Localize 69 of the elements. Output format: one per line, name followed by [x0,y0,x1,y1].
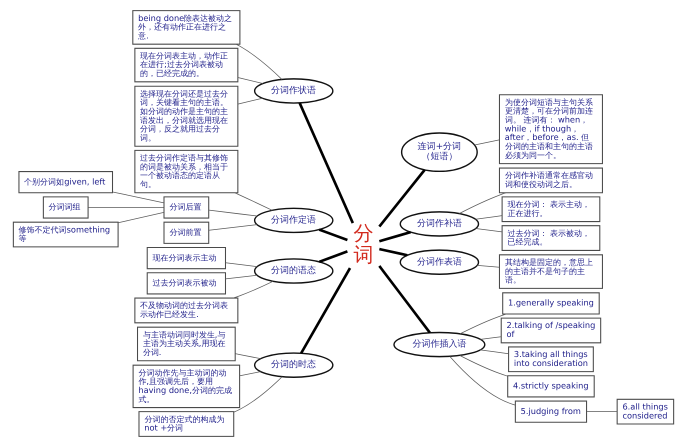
node-ellipse: 连词+分词（短语） [400,132,478,172]
node-box: 5.judging from [514,400,588,423]
connector [232,280,274,298]
connector [586,411,618,412]
connector [237,98,263,104]
node-box: 选择现在分词还是过去分词，关键看主句的主语。如分词的动作是主句的主语发出，分词就选用现在分词，反之就用过去分词。 [134,86,238,147]
connector [378,169,426,228]
connector [234,192,273,211]
node-ellipse: 分词作插入语 [393,332,486,358]
node-box: 修饰不定代词something等 [12,222,119,248]
connector [460,314,507,334]
node-box: being done除表达被动之外，还有动作正在进行之意. [132,10,240,45]
connector [480,350,509,354]
node-box: 1.generally speaking [502,292,600,314]
node-box: 过去分词表示被动 [146,272,226,294]
node-box: 4.strictly speaking [507,375,595,398]
connector [298,102,354,224]
node-ellipse: 分词作定语 [254,208,334,234]
connector [236,44,282,80]
node-ellipse: 分词的时态 [254,352,334,378]
node-ellipse: 分词作表语 [400,249,480,275]
connector [480,336,502,340]
node-box: 分词后置 [163,196,210,219]
node-box: 分词的否定式的构成为not +分词 [138,411,234,437]
node-ellipse: 分词作补语 [400,211,480,237]
node-box: 分词动作先与主动词的动作,且强调先后，要用having done,分词的完成式。 [132,364,240,408]
node-box: 个别分词如given, left [18,171,114,194]
connector [475,228,502,232]
connector [460,355,508,377]
connector [318,250,348,264]
node-box: 6.all things considered [616,398,674,425]
connector [476,264,500,268]
connector [225,274,258,280]
connector [474,139,500,146]
connector [112,192,164,204]
connector [378,265,431,334]
node-box: 过去分词作定语与其修饰的词是被动关系，相当于一个被动语态的定语从句。 [134,150,238,194]
node-box: 3.taking all things into consideration [508,346,594,372]
node-box: 分词前置 [163,222,210,244]
node-box: 其结构是固定的，意思上的主语并不是句子的主语。 [498,254,603,289]
node-box: 不及物动词的过去分词表示动作已经发生. [134,298,238,324]
connector [300,267,352,354]
node-text: 分词 [353,220,374,267]
connector [237,77,264,84]
node-box: 过去分词： 表示被动，已经完成。 [502,225,600,251]
node-box: 分词作补语通常在感官动词和使役动词之后。 [498,168,603,194]
connector [208,224,258,231]
node-box: 现在分词表示主动 [146,246,226,270]
connector [208,210,258,216]
connector [378,230,412,243]
connector [459,192,506,214]
connector [225,262,258,268]
connector [234,353,262,360]
node-ellipse: 分词作状语 [254,78,334,104]
node-box: 现在分词： 表示主动，正在进行。 [502,196,600,222]
node-box: 现在分词表主动，动作正在进行;过去分词表被动的，已经完成的。 [134,48,238,82]
node-box: 为使分词短语与主句关系更清楚，可在分词前加连词。 连词有： when，while，if though，after，before，as. 但分词的主语和主句的主语必须为同一个。 [498,94,603,164]
connector [239,371,261,376]
node-ellipse: 分词的语态 [254,258,334,284]
connector [118,212,164,224]
node-box: 分词词组 [42,196,89,219]
connector [450,356,516,406]
connector [379,248,408,257]
connector [233,376,283,413]
connector [88,207,164,208]
node-box: 与主语动词同时发生,与主语为主动关系,用现在分词. [136,326,236,362]
connector [475,215,502,220]
connector [318,228,348,242]
node-box: 2.talking of /speaking of [500,318,602,344]
